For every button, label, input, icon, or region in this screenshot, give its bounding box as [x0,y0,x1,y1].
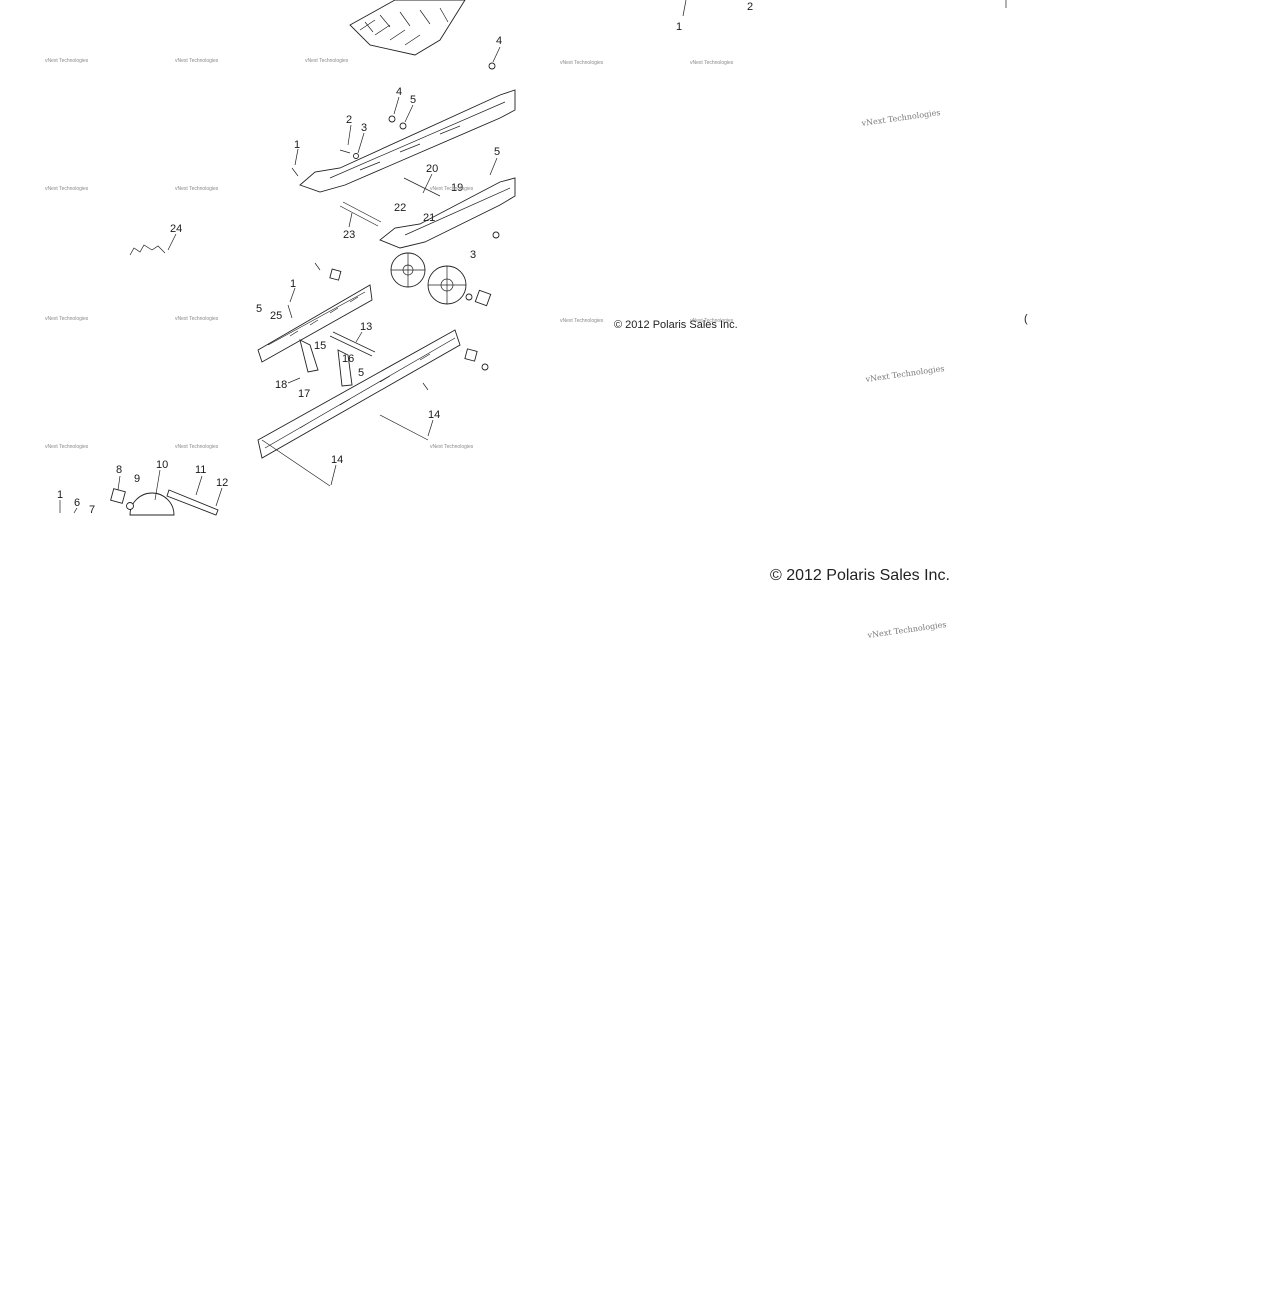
rail-lower-left [257,284,373,363]
hardware [110,62,500,516]
watermark-text: vNext Technologies [175,444,219,450]
callout-label: 7 [89,504,95,516]
watermark-text: vNext Technologies [866,620,947,640]
watermark-text: vNext Technologies [690,318,734,324]
callout-label: 15 [314,340,326,352]
watermark-text: vNext Technologies [45,58,89,64]
watermarks: vNext Technologies vNext Technologies vNex… [45,58,947,640]
watermark-text: vNext Technologies [175,186,219,192]
leader-lines [59,0,1007,514]
callout-label: 18 [275,379,287,391]
partial-glyph-mark: ( [1024,313,1028,325]
callout-label: 1 [294,139,300,151]
watermark-text: vNext Technologies [430,186,474,192]
watermark-text: vNext Technologies [175,58,219,64]
callout-label: 1 [290,278,296,290]
callout-labels-top: 12 [676,1,753,33]
watermark-text: vNext Technologies [690,60,734,66]
callout-label: 2 [747,1,753,13]
callout-label: 20 [426,163,438,175]
callout-label: 3 [470,249,476,261]
callout-label: 4 [496,35,502,47]
watermark-text: vNext Technologies [430,444,474,450]
callout-label: 6 [74,497,80,509]
callout-label: 22 [394,202,406,214]
rail-upper [299,89,516,193]
callout-label: 5 [256,303,262,315]
callout-label: 4 [396,86,402,98]
callout-label: 5 [410,94,416,106]
callout-label: 8 [116,464,122,476]
copyright-small: © 2012 Polaris Sales Inc. [614,319,738,331]
callout-label: 1 [676,21,682,33]
track-lugs [349,0,466,56]
watermark-text: vNext Technologies [560,60,604,66]
watermark-text: vNext Technologies [45,444,89,450]
watermark-text: vNext Technologies [45,316,89,322]
callout-label: 2 [346,114,352,126]
callout-label: 21 [423,212,435,224]
shafts [261,177,441,487]
callout-label: 17 [298,388,310,400]
rail-lower-right [257,329,461,459]
watermark-text: vNext Technologies [305,58,349,64]
callout-label: 11 [195,464,206,476]
watermark-text: vNext Technologies [175,316,219,322]
callout-label: 19 [451,182,463,194]
rail-middle [379,177,516,249]
callout-label: 24 [170,223,182,235]
callout-label: 25 [270,310,282,322]
callout-label: 1 [57,489,63,501]
callout-label: 14 [331,454,343,466]
watermark-text: vNext Technologies [45,186,89,192]
callout-label: 12 [216,477,228,489]
callout-label: 5 [494,146,500,158]
watermark-text: vNext Technologies [560,318,604,324]
idler-wheels [129,252,467,516]
watermark-text: vNext Technologies [860,108,941,128]
callout-label: 5 [358,367,364,379]
watermark-text: vNext Technologies [864,364,945,384]
callout-label: 23 [343,229,355,241]
callout-label: 3 [361,122,367,134]
callout-label: 13 [360,321,372,333]
callout-label: 16 [342,353,354,365]
callout-label: 14 [428,409,440,421]
callout-labels: 1234545201922212324125513151618175141489… [57,35,502,516]
callout-label: 10 [156,459,168,471]
copyright-large: © 2012 Polaris Sales Inc. [770,567,950,584]
callout-label: 9 [134,473,140,485]
